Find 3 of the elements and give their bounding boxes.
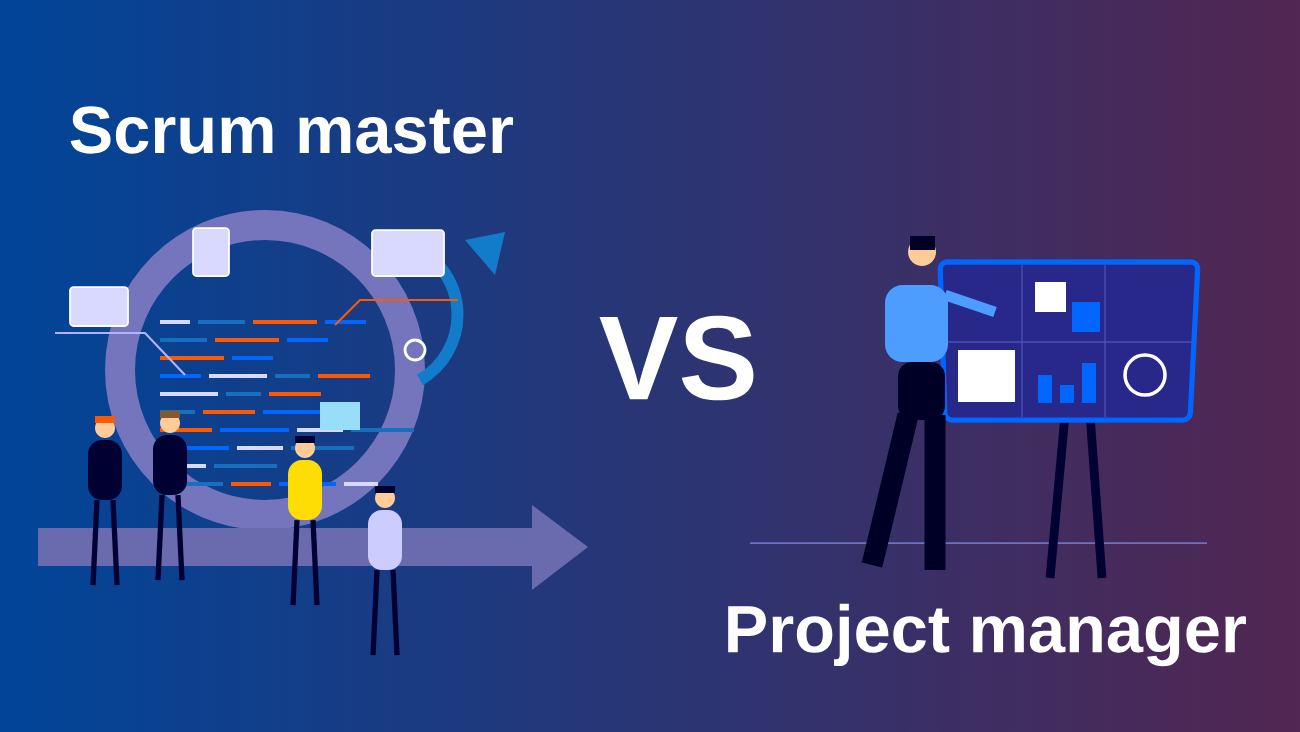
heading: Project manager	[728, 603, 1246, 667]
heading: Scrum master	[70, 106, 513, 154]
vs-text: VS	[599, 315, 754, 401]
